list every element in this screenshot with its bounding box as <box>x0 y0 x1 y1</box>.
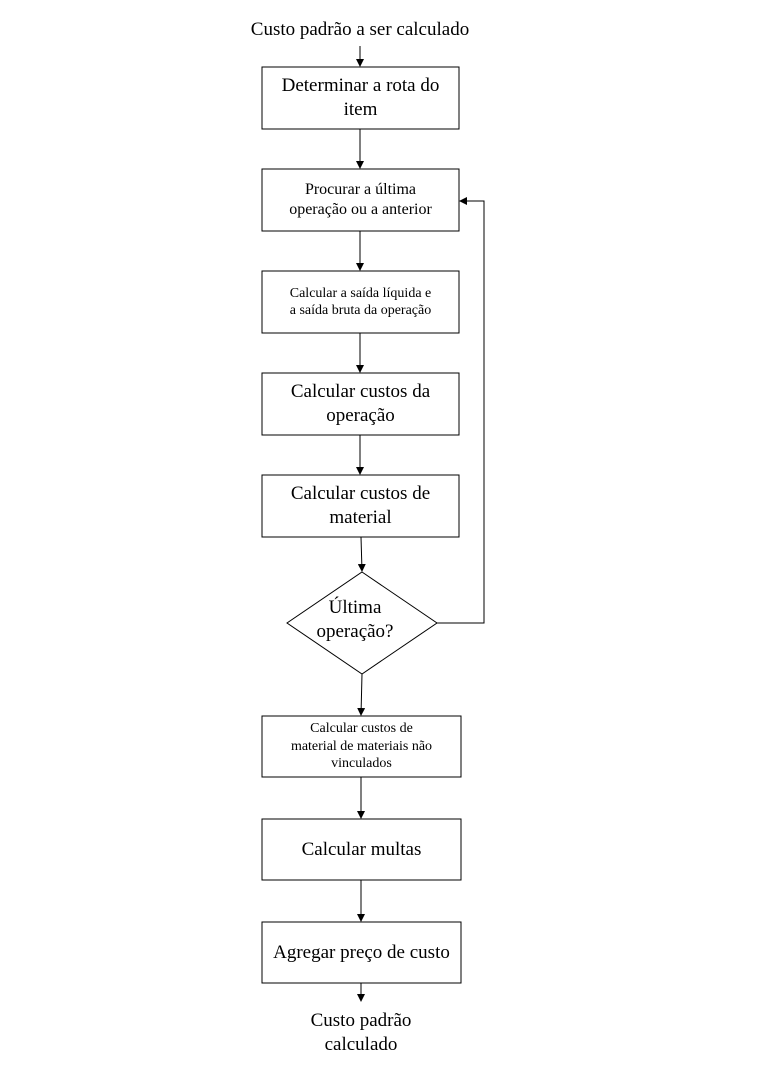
step-text-unlinked-materials: Calcular custos de material de materiais… <box>290 721 433 772</box>
step-label-material-costs: Calcular custos de material <box>262 475 459 537</box>
step-label-determine-route: Determinar a rota do item <box>262 67 459 129</box>
start-label: Custo padrão a ser calculado <box>200 16 520 44</box>
loop-back-arrow <box>437 197 485 624</box>
step-label-find-operation: Procurar a última operação ou a anterior <box>262 169 459 231</box>
step-box-find-operation <box>261 168 460 232</box>
decision-text: Última operação? <box>316 597 394 642</box>
end-label: Custo padrão calculado <box>261 1006 461 1060</box>
end-label-text: Custo padrão calculado <box>310 1010 412 1055</box>
arrow-6 <box>357 673 366 716</box>
step-box-unlinked-materials <box>261 715 462 778</box>
step-text-penalties: Calcular multas <box>301 838 422 860</box>
step-text-calc-output: Calcular a saída líquida e a saída bruta… <box>289 285 432 319</box>
step-box-penalties <box>261 818 462 881</box>
start-label-text: Custo padrão a ser calculado <box>250 19 470 41</box>
step-text-material-costs: Calcular custos de material <box>290 483 431 528</box>
step-text-operation-costs: Calcular custos da operação <box>290 381 431 426</box>
step-box-determine-route <box>261 66 460 130</box>
step-box-aggregate-cost <box>261 921 462 984</box>
step-text-determine-route: Determinar a rota do item <box>281 75 440 120</box>
step-label-operation-costs: Calcular custos da operação <box>262 373 459 435</box>
step-box-operation-costs <box>261 372 460 436</box>
step-box-material-costs <box>261 474 460 538</box>
step-text-find-operation: Procurar a última operação ou a anterior <box>289 181 432 218</box>
decision-label: Última operação? <box>290 592 420 648</box>
step-label-calc-output: Calcular a saída líquida e a saída bruta… <box>262 271 459 333</box>
arrow-5 <box>357 536 366 572</box>
step-text-aggregate-cost: Agregar preço de custo <box>273 941 450 963</box>
step-box-calc-output <box>261 270 460 334</box>
step-label-aggregate-cost: Agregar preço de custo <box>262 922 461 983</box>
step-label-penalties: Calcular multas <box>262 819 461 880</box>
step-label-unlinked-materials: Calcular custos de material de materiais… <box>262 716 461 777</box>
